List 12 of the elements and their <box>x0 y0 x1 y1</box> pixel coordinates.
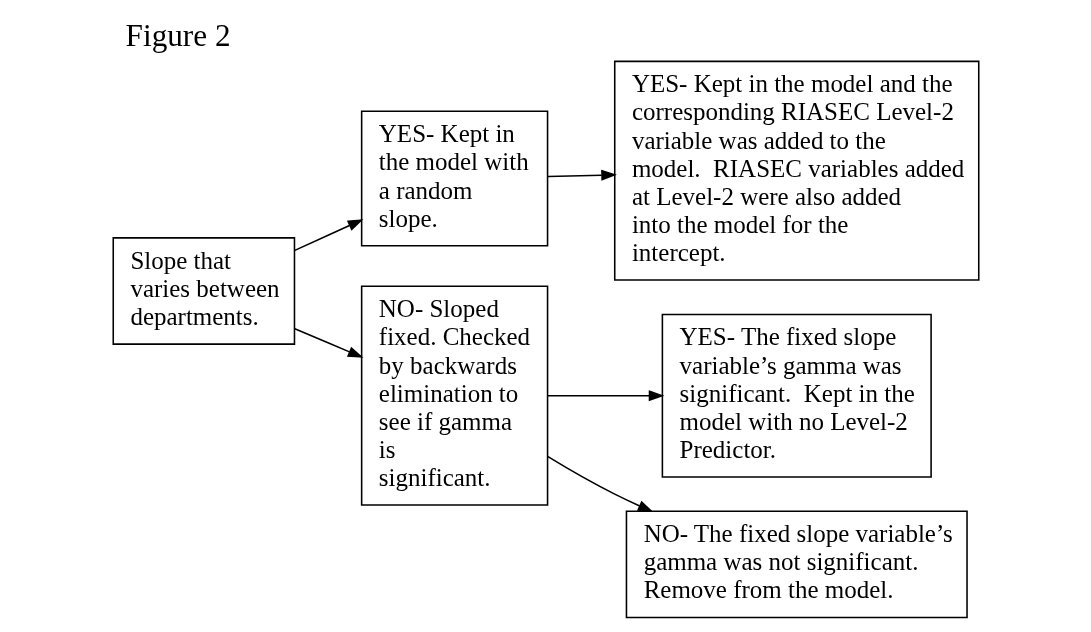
node-box: YES- Kept in the model and the corresponding RIASEC Level-2 variable was added to the model. RIASEC variables added at Level-2 were also added into the model for the intercept. <box>613 60 980 281</box>
arrow <box>546 169 617 181</box>
node-box: NO- Sloped fixed. Checked by backwards elimination to see if gamma is significant. <box>360 285 548 506</box>
arrow <box>293 219 363 252</box>
node-box: Slope that varies between departments. <box>111 237 295 345</box>
node-box: YES- The fixed slope variable’s gamma was significant. Kept in the model with no Level-2 Predictor. <box>661 313 932 478</box>
arrow <box>293 328 363 358</box>
node-box: YES- Kept in the model with a random slope. <box>360 110 548 247</box>
arrow <box>546 455 653 513</box>
arrow <box>546 390 664 402</box>
node-box: NO- The fixed slope variable’s gamma was not significant. Remove from the model. <box>625 510 968 619</box>
diagram-title: Figure 2 <box>125 17 231 53</box>
